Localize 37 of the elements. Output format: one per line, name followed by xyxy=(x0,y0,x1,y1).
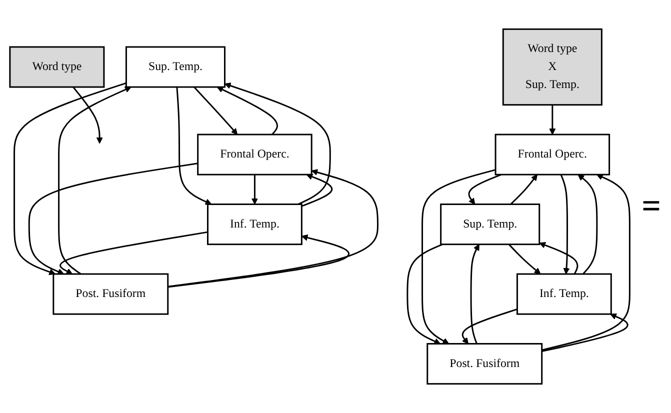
arrow xyxy=(194,86,238,135)
arrow xyxy=(176,86,212,205)
arrow xyxy=(406,244,443,344)
arrow xyxy=(251,174,258,205)
arrow xyxy=(224,82,331,205)
arrow xyxy=(58,86,132,275)
node-box: Post. Fusiform xyxy=(52,273,169,315)
arrow xyxy=(168,169,378,288)
node-box: Word type xyxy=(9,46,105,88)
node-box: Inf. Temp. xyxy=(516,273,612,315)
arrow xyxy=(578,174,598,275)
arrow xyxy=(560,174,570,274)
arrow xyxy=(72,86,103,144)
arrow xyxy=(422,169,496,344)
arrow xyxy=(470,244,480,344)
node-box: Word type X Sup. Temp. xyxy=(502,28,602,106)
node-box: Frontal Operc. xyxy=(197,134,312,176)
arrow xyxy=(542,174,630,351)
arrow xyxy=(468,174,502,205)
node-box: Sup. Temp. xyxy=(125,46,226,88)
arrow xyxy=(542,313,628,352)
arrow xyxy=(549,104,556,135)
node-box: Frontal Operc. xyxy=(494,134,610,176)
arrow xyxy=(508,244,541,274)
arrow xyxy=(168,234,350,288)
arrow xyxy=(216,86,278,136)
arrow xyxy=(510,174,538,205)
arrow xyxy=(462,308,518,344)
arrow xyxy=(14,82,126,276)
arrow xyxy=(539,242,578,274)
node-box: Inf. Temp. xyxy=(207,204,302,246)
arrow xyxy=(301,174,333,207)
node-box: Post. Fusiform xyxy=(426,343,543,385)
equals-sign: = xyxy=(642,188,661,226)
node-box: Sup. Temp. xyxy=(440,204,540,246)
arrow xyxy=(60,231,208,274)
arrow xyxy=(28,162,198,275)
